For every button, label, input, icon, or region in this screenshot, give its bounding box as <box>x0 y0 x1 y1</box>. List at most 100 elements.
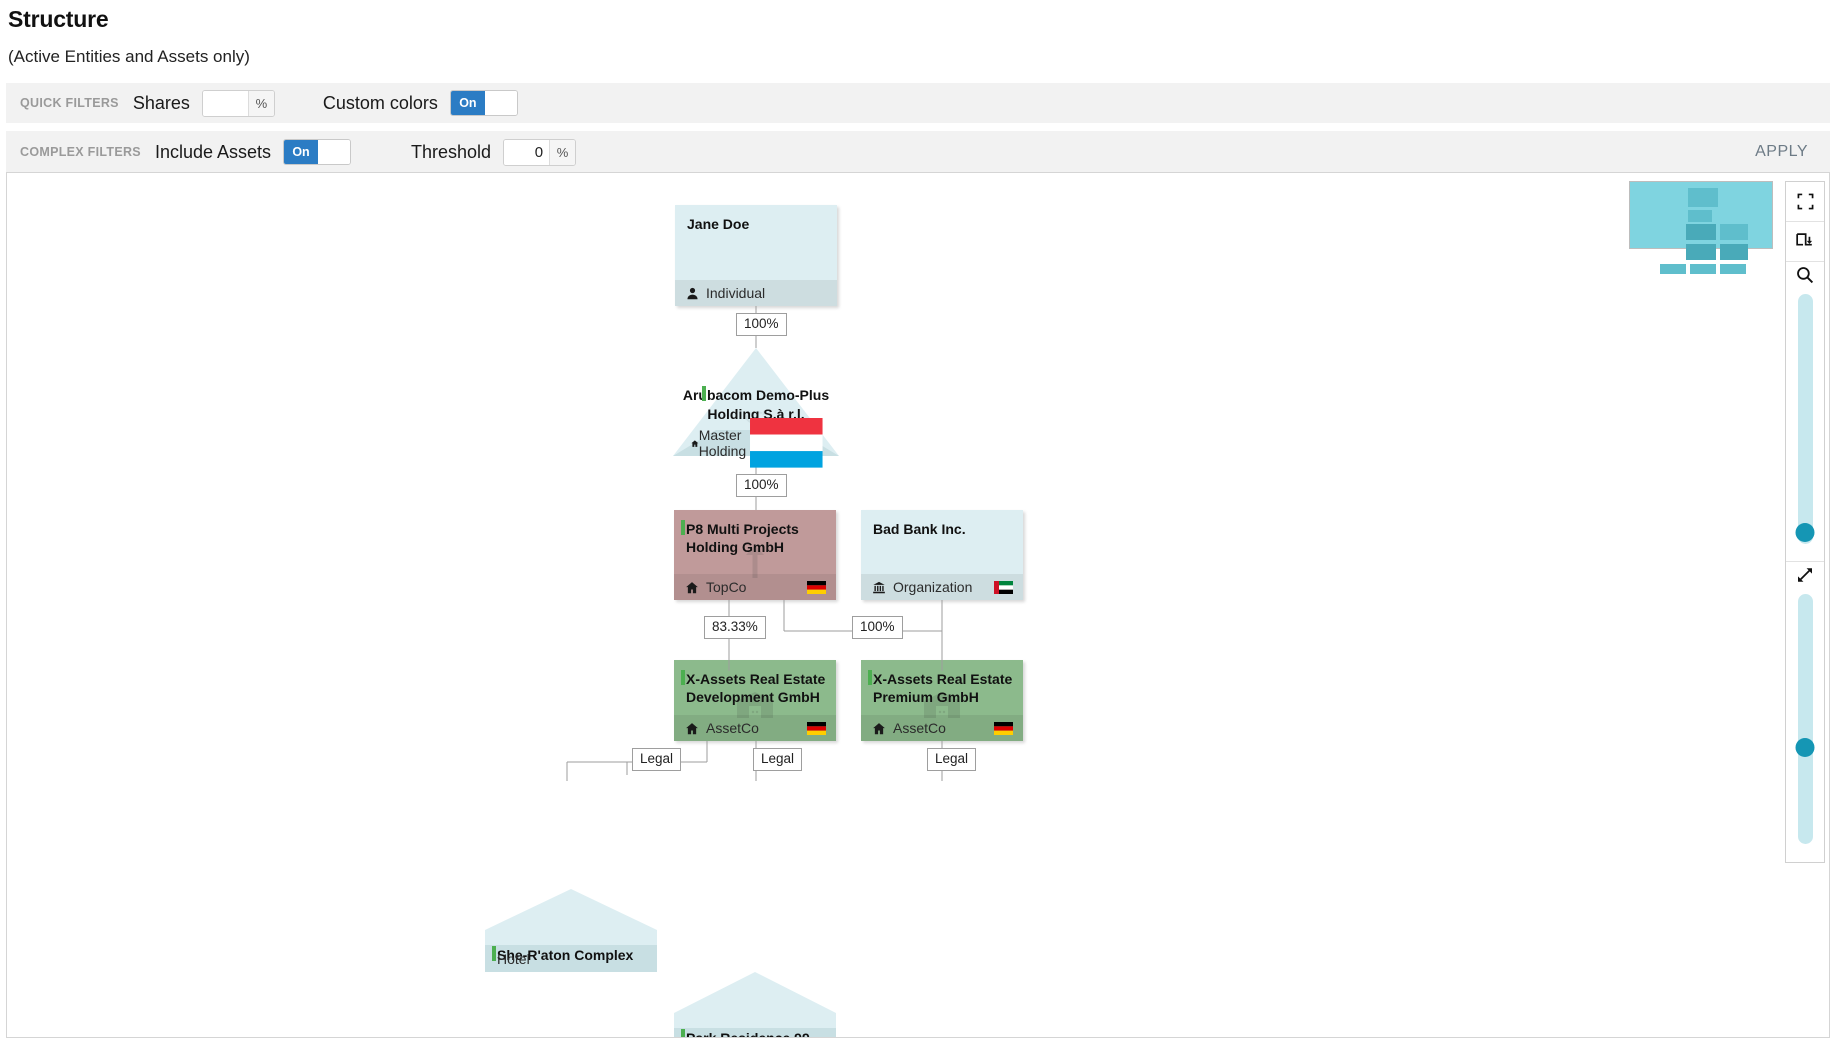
download-button[interactable] <box>1786 222 1824 262</box>
shares-filter-group: Shares % <box>132 89 275 117</box>
node-xassets-prem-accent <box>868 670 872 685</box>
germany-flag-icon <box>994 721 1013 735</box>
node-p8-role: TopCo <box>706 579 747 595</box>
node-bad-bank-title: Bad Bank Inc. <box>873 521 966 537</box>
node-p8-footer: TopCo <box>674 574 836 600</box>
complex-filters-tag: COMPLEX FILTERS <box>20 145 141 159</box>
node-sheraton[interactable]: She-R'aton Complex Hotel <box>485 889 657 972</box>
connector-lines <box>566 306 943 781</box>
shares-input-unit: % <box>247 90 274 116</box>
node-arubacom-title: Arubacom Demo-Plus Holding S.à r.l. <box>682 387 830 422</box>
edge-label-p8-to-xassets-dev: 83.33% <box>704 616 766 639</box>
node-xassets-dev-accent <box>681 670 685 685</box>
zoom-slider[interactable] <box>1786 262 1824 562</box>
zoom-slider-handle[interactable] <box>1795 523 1815 542</box>
page-subtitle: (Active Entities and Assets only) <box>8 47 250 66</box>
node-park-residence[interactable]: Park Residence 99 Residential <box>674 972 836 1038</box>
bank-icon <box>873 581 885 593</box>
node-jane-doe[interactable]: Jane Doe Individual <box>675 205 837 306</box>
spread-slider[interactable] <box>1786 562 1824 862</box>
edge-label-to-park-residence: Legal <box>753 748 803 771</box>
warehouse-icon <box>737 692 773 718</box>
include-assets-label: Include Assets <box>154 141 272 162</box>
warehouse-icon <box>924 692 960 718</box>
include-assets-toggle[interactable]: On <box>283 139 352 165</box>
quick-filters-bar: QUICK FILTERS Shares % Custom colors On <box>6 83 1830 123</box>
germany-flag-icon <box>807 721 826 735</box>
custom-colors-toggle-knob <box>484 91 517 115</box>
custom-colors-label: Custom colors <box>322 92 438 113</box>
node-arubacom-footer: Master Holding <box>673 418 839 468</box>
node-xassets-prem-title: X-Assets Real Estate Premium GmbH <box>873 671 1013 706</box>
node-xassets-prem[interactable]: X-Assets Real Estate Premium GmbH AssetC… <box>861 660 1023 741</box>
page-title: Structure <box>8 6 109 32</box>
node-xassets-dev-title: X-Assets Real Estate Development GmbH <box>686 671 826 706</box>
edge-label-arubacom-to-p8: 100% <box>736 474 787 497</box>
spread-slider-track[interactable] <box>1797 594 1813 844</box>
node-sheraton-footer: Hotel <box>485 945 657 972</box>
node-p8-title: P8 Multi Projects Holding GmbH <box>686 521 799 556</box>
download-icon <box>1796 233 1813 246</box>
custom-colors-toggle[interactable]: On <box>449 90 518 116</box>
minimap[interactable] <box>1629 181 1773 274</box>
apply-button[interactable]: APPLY <box>1743 137 1820 167</box>
germany-flag-icon <box>807 580 826 594</box>
up-arrow-icon <box>746 545 764 578</box>
node-bad-bank-footer: Organization <box>861 574 1023 600</box>
node-park-residence-role: Residential <box>686 1034 755 1038</box>
home-icon <box>686 722 698 734</box>
fullscreen-icon <box>1797 193 1813 210</box>
node-bad-bank-role: Organization <box>893 579 973 595</box>
node-sheraton-title: She-R'aton Complex <box>497 947 634 963</box>
custom-colors-toggle-state: On <box>450 91 485 115</box>
fullscreen-button[interactable] <box>1786 182 1824 222</box>
node-xassets-dev-role: AssetCo <box>706 720 759 736</box>
structure-canvas[interactable]: Jane Doe Individual 100% Arubacom Demo-P… <box>6 172 1830 1038</box>
include-assets-toggle-knob <box>318 140 351 164</box>
node-xassets-dev[interactable]: X-Assets Real Estate Development GmbH As… <box>674 660 836 741</box>
node-park-residence-footer: Residential <box>674 1028 836 1038</box>
canvas-toolbar[interactable] <box>1785 181 1825 863</box>
zoom-slider-track[interactable] <box>1797 294 1813 544</box>
node-xassets-prem-role: AssetCo <box>893 720 946 736</box>
complex-filters-bar: COMPLEX FILTERS Include Assets On Thresh… <box>6 131 1830 173</box>
home-icon <box>691 439 699 447</box>
edge-label-to-park-apartments: Legal <box>927 748 977 771</box>
threshold-input[interactable]: 0 % <box>503 138 577 166</box>
node-xassets-dev-footer: AssetCo <box>674 715 836 741</box>
person-icon <box>687 287 698 299</box>
quick-filters-tag: QUICK FILTERS <box>20 96 119 110</box>
shares-input[interactable]: % <box>201 89 275 117</box>
node-xassets-prem-footer: AssetCo <box>861 715 1023 741</box>
house-shape <box>485 889 657 972</box>
home-icon <box>873 722 885 734</box>
node-jane-doe-role: Individual <box>706 285 766 301</box>
node-p8[interactable]: P8 Multi Projects Holding GmbH TopCo <box>674 510 836 600</box>
node-arubacom-accent <box>702 386 706 401</box>
node-arubacom[interactable]: Arubacom Demo-Plus Holding S.à r.l. Mast… <box>673 348 839 468</box>
threshold-label: Threshold <box>411 141 492 162</box>
search-icon <box>1797 267 1814 284</box>
edge-label-badbank-to-xassets-prem: 100% <box>852 616 903 639</box>
expand-diagonal-icon <box>1798 568 1812 582</box>
threshold-group: Threshold 0 % <box>411 138 577 166</box>
node-p8-accent <box>681 520 685 535</box>
threshold-input-value[interactable]: 0 <box>504 139 550 165</box>
edge-label-to-sheraton: Legal <box>632 748 682 771</box>
node-jane-doe-title: Jane Doe <box>687 216 750 232</box>
edge-label-jane-to-arubacom: 100% <box>736 313 787 336</box>
shares-label: Shares <box>132 92 190 113</box>
node-bad-bank[interactable]: Bad Bank Inc. Organization <box>861 510 1023 600</box>
node-sheraton-role: Hotel <box>497 950 530 967</box>
include-assets-toggle-state: On <box>284 140 319 164</box>
spread-slider-handle[interactable] <box>1795 738 1815 757</box>
home-icon <box>686 581 698 593</box>
luxembourg-flag-icon <box>750 418 823 468</box>
house-shape <box>674 972 836 1037</box>
node-park-residence-accent <box>681 1029 685 1037</box>
node-sheraton-accent <box>492 946 496 961</box>
node-park-residence-title: Park Residence 99 <box>686 1030 810 1038</box>
custom-colors-group: Custom colors On <box>323 90 518 116</box>
shares-input-value[interactable] <box>202 90 248 116</box>
node-jane-doe-footer: Individual <box>675 280 837 306</box>
